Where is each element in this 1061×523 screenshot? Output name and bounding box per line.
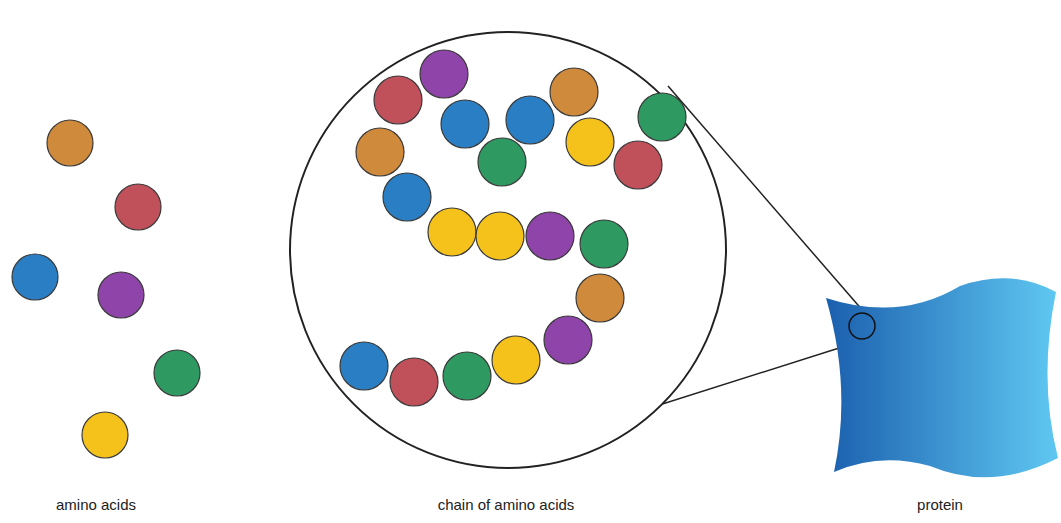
zoom-spot [849,313,875,339]
magnifier-circle [290,32,726,468]
label-text: chain of amino acids [438,496,575,514]
free-amino-acids [12,120,200,458]
label-text: protein [917,496,963,514]
protein-shape [826,278,1058,477]
amino-acid-chain [340,50,686,406]
label-text: amino acids [56,496,136,514]
